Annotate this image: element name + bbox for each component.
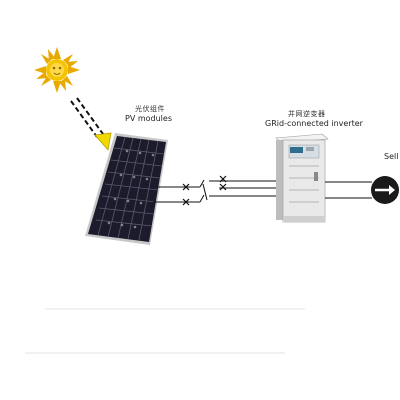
inverter-label-cn: 并网逆变器: [288, 110, 326, 118]
inverter-label-en: GRid-connected inverter: [265, 119, 363, 128]
sell-label: Sell: [384, 152, 399, 161]
pv-wire-markers: [182, 183, 190, 206]
wire-inverter-to-meter: [325, 181, 372, 199]
sun-icon: [34, 47, 80, 93]
faint-line: [25, 352, 285, 354]
light-arrow-icon: [70, 97, 112, 151]
pv-label-cn: 光伏组件: [135, 105, 165, 113]
inverter-wire-markers: [219, 175, 227, 191]
wire-pv-to-switch: [153, 186, 200, 203]
pv-panel-icon: [85, 133, 168, 245]
pv-label-en: PV modules: [125, 114, 172, 123]
inverter-icon: [275, 133, 329, 223]
switch-icon: [199, 179, 219, 203]
meter-icon: [371, 176, 399, 204]
faint-line: [45, 308, 305, 310]
wire-switch-to-inverter: [219, 180, 276, 197]
